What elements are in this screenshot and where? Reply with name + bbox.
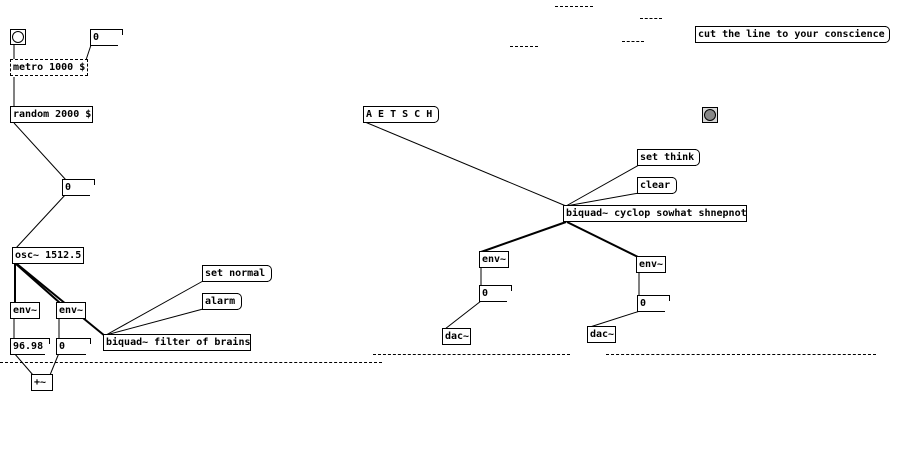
- env-object[interactable]: env~: [56, 302, 86, 319]
- message-label: cut the line to your conscience: [698, 29, 885, 40]
- random-object[interactable]: random 2000 $: [10, 106, 93, 123]
- cord-osc-biquad: [16, 263, 106, 337]
- bang-button-active[interactable]: [702, 107, 718, 123]
- message-label: alarm: [205, 296, 236, 307]
- dashed-stroke: [640, 18, 662, 19]
- object-label: env~: [639, 259, 664, 270]
- message-label: A E T S C H: [366, 109, 433, 120]
- object-label: env~: [482, 254, 507, 265]
- cord-number-plus: [13, 352, 34, 376]
- object-label: +~: [34, 377, 47, 388]
- message-label: set think: [640, 152, 695, 163]
- env-object[interactable]: env~: [479, 251, 509, 268]
- message-set-normal[interactable]: set normal: [202, 265, 272, 282]
- cord-osc-env2: [15, 263, 61, 304]
- cord-alarm-biquad: [105, 308, 204, 336]
- dashed-stroke: [510, 46, 538, 47]
- object-label: osc~ 1512.5: [15, 250, 82, 261]
- cord-clear-biquad: [565, 192, 640, 207]
- cord-number-osc: [15, 193, 67, 249]
- message-label: set normal: [205, 268, 266, 279]
- bang-circle-icon: [12, 31, 24, 43]
- object-label: biquad~ filter of brains: [106, 337, 251, 348]
- number-value: 96.98: [13, 341, 44, 352]
- number-box-env1[interactable]: 96.98: [10, 338, 50, 355]
- message-clear[interactable]: clear: [637, 177, 677, 194]
- cord-number-metro: [85, 44, 92, 61]
- message-label: clear: [640, 180, 671, 191]
- number-box-mid[interactable]: 0: [62, 179, 95, 196]
- cord-biquad-env-r1: [480, 221, 567, 253]
- dac-object[interactable]: dac~: [442, 328, 471, 345]
- biquad-filter-of-brains[interactable]: biquad~ filter of brains: [103, 334, 251, 351]
- plus-signal-object[interactable]: +~: [31, 374, 53, 391]
- number-value: 0: [65, 182, 72, 193]
- message-alarm[interactable]: alarm: [202, 293, 242, 310]
- object-label: env~: [13, 305, 38, 316]
- cord-setnormal-biquad: [105, 280, 204, 336]
- cord-number2-plus: [49, 352, 60, 376]
- cord-setthink-biquad: [565, 164, 640, 207]
- dashed-stroke: [373, 354, 570, 355]
- bang-button[interactable]: [10, 29, 26, 45]
- dac-object[interactable]: dac~: [587, 326, 616, 343]
- osc-object[interactable]: osc~ 1512.5: [12, 247, 84, 264]
- dashed-stroke: [555, 6, 593, 7]
- object-label: dac~: [445, 331, 470, 342]
- number-value: 0: [59, 341, 66, 352]
- metro-object[interactable]: metro 1000 $: [10, 59, 88, 76]
- bang-circle-icon: [704, 109, 716, 121]
- number-value: 0: [93, 32, 100, 43]
- comment-message[interactable]: cut the line to your conscience: [695, 26, 890, 43]
- number-box-env2[interactable]: 0: [56, 338, 91, 355]
- number-box-top[interactable]: 0: [90, 29, 123, 46]
- number-box-right-2[interactable]: 0: [637, 295, 670, 312]
- object-label: metro 1000 $: [13, 62, 86, 73]
- cord-number-dac-r2: [589, 310, 641, 328]
- message-aetsch[interactable]: A E T S C H: [363, 106, 439, 123]
- env-object[interactable]: env~: [10, 302, 40, 319]
- number-value: 0: [640, 298, 647, 309]
- dashed-stroke: [606, 354, 876, 355]
- message-set-think[interactable]: set think: [637, 149, 700, 166]
- dashed-stroke: [622, 41, 644, 42]
- cord-biquad-env-r2: [566, 221, 639, 258]
- object-label: random 2000 $: [13, 109, 92, 120]
- cord-number-dac-r1: [444, 300, 482, 330]
- dashed-stroke: [0, 362, 382, 363]
- biquad-cyclop-sowhat-shnepnot[interactable]: biquad~ cyclop sowhat shnepnot: [563, 205, 747, 222]
- object-label: dac~: [590, 329, 615, 340]
- object-label: env~: [59, 305, 84, 316]
- env-object[interactable]: env~: [636, 256, 666, 273]
- cord-aetsch-biquad: [364, 121, 567, 207]
- object-label: biquad~ cyclop sowhat shnepnot: [566, 208, 747, 219]
- cord-random-number: [13, 122, 67, 181]
- number-value: 0: [482, 288, 489, 299]
- number-box-right-1[interactable]: 0: [479, 285, 512, 302]
